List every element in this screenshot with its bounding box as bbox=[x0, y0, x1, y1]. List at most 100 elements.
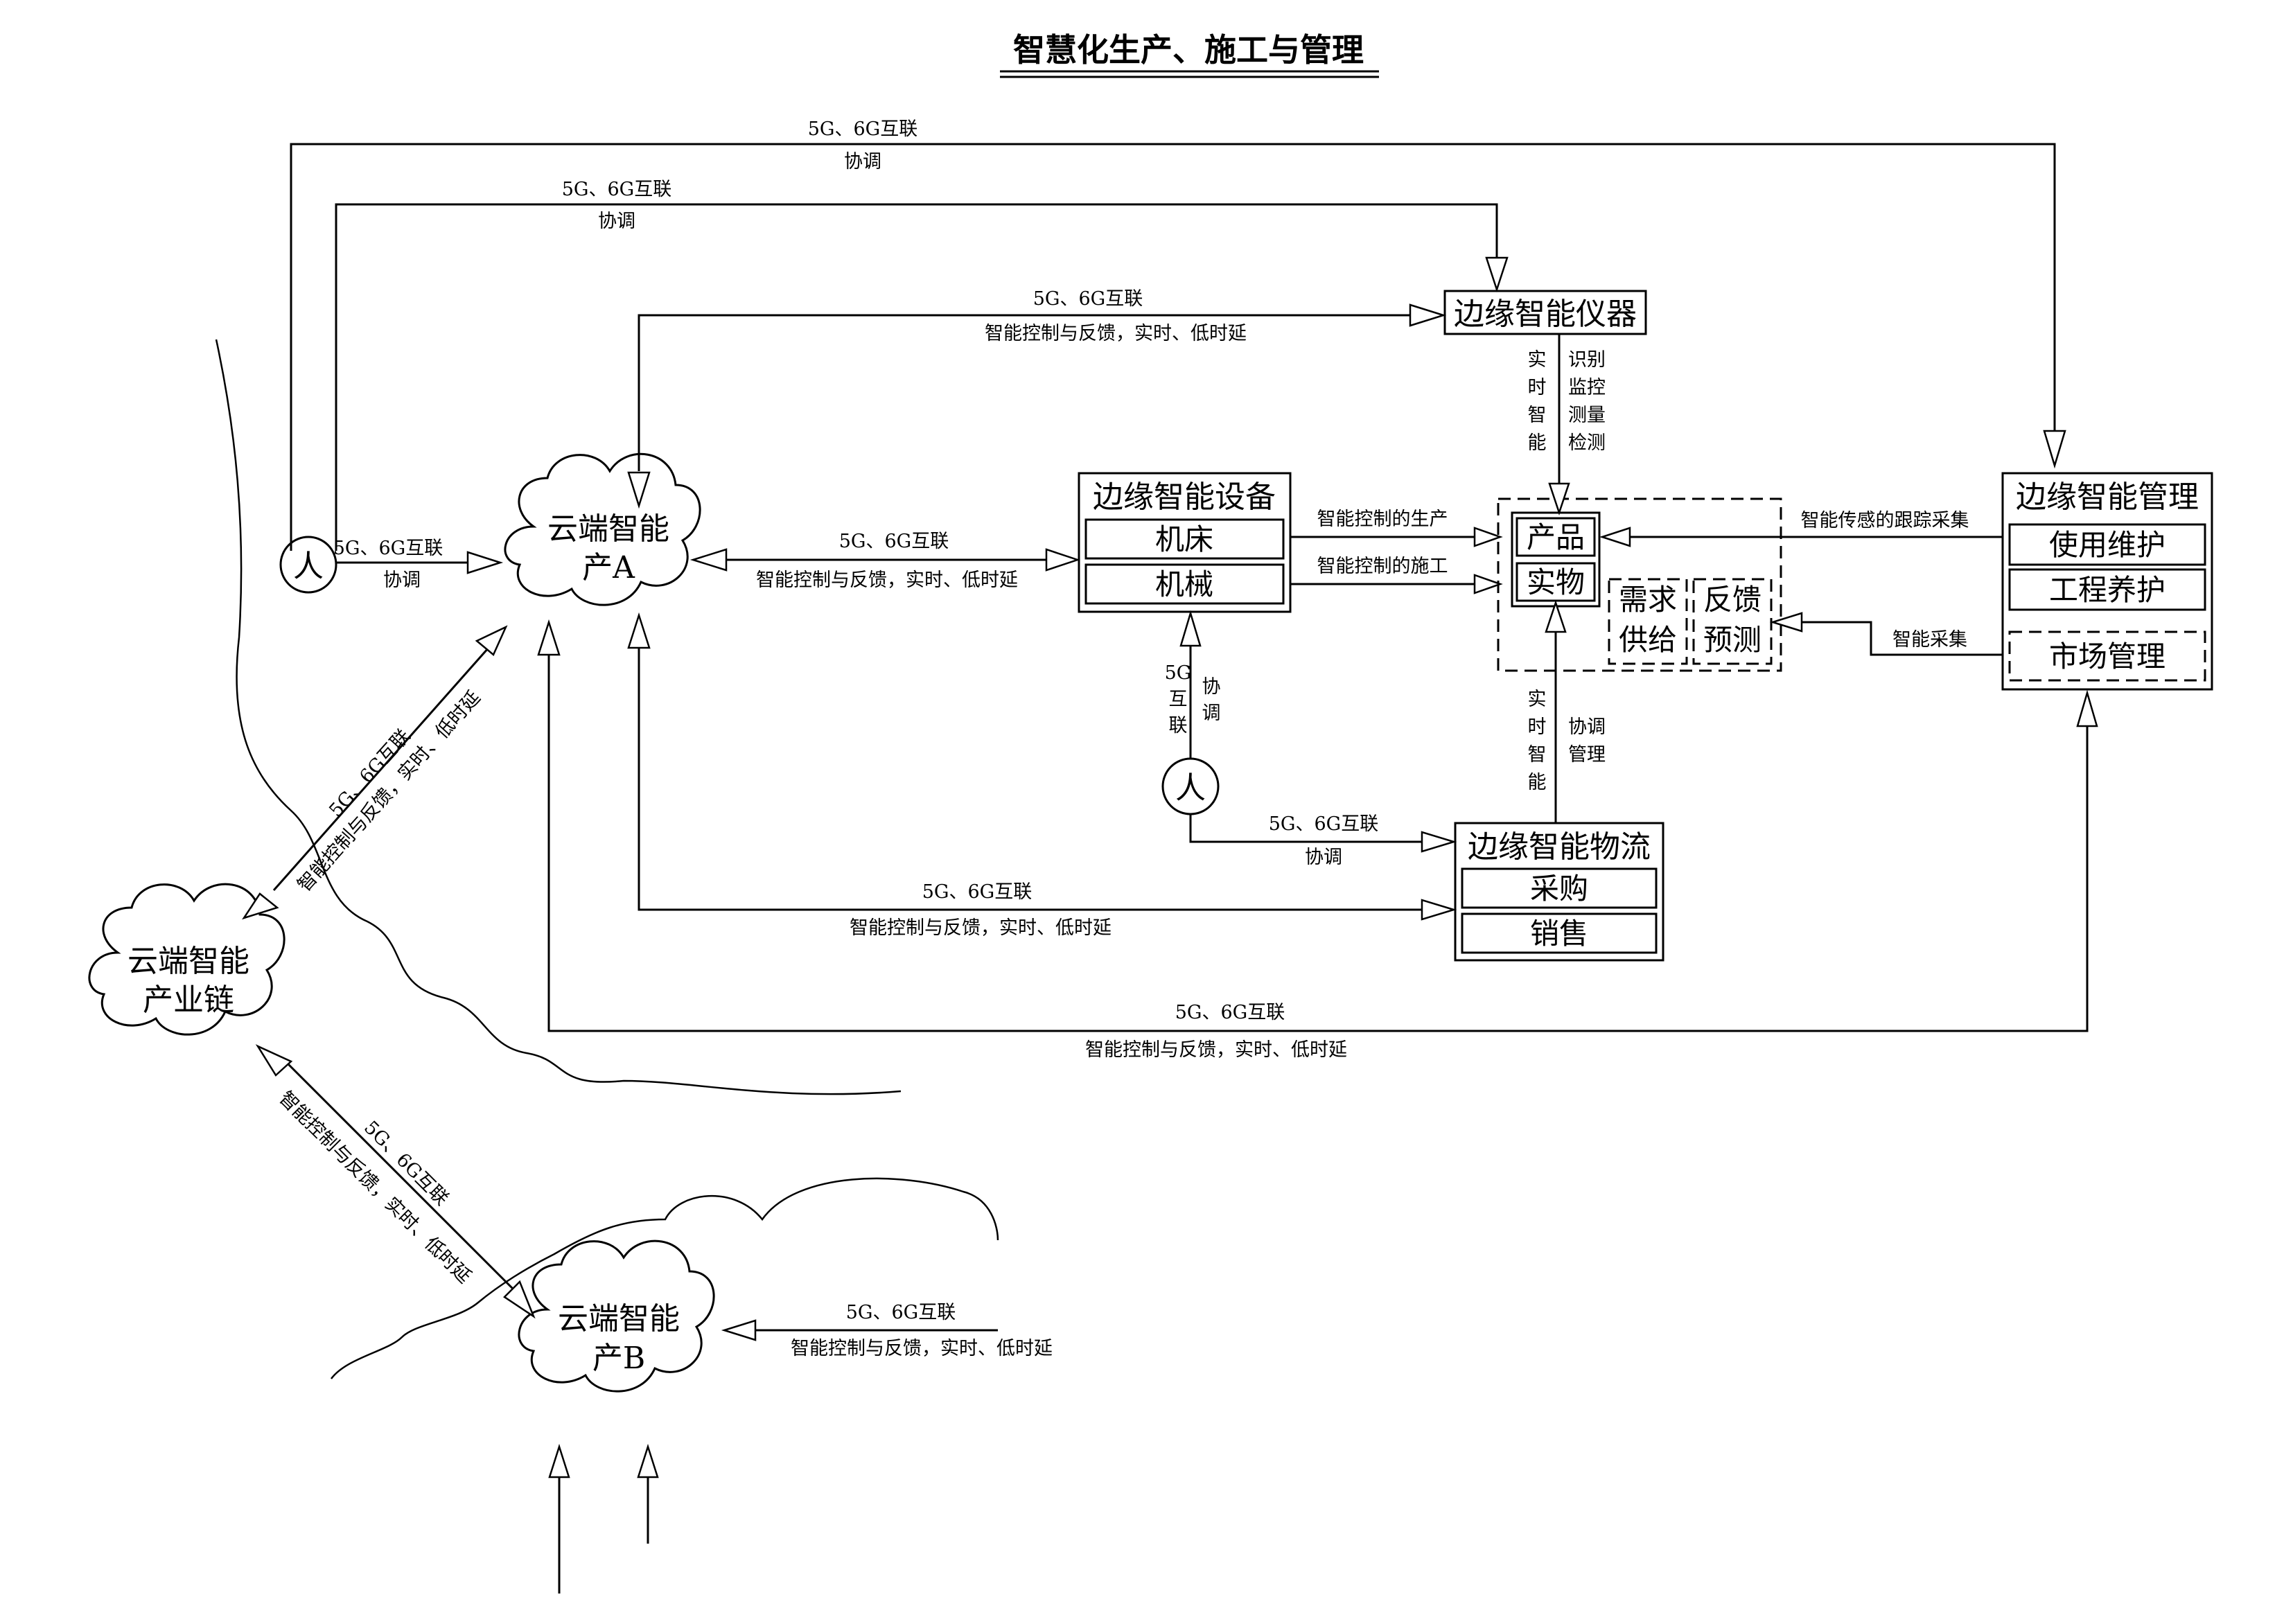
management-item-frame-2 bbox=[2008, 568, 2206, 611]
arrowhead-product-top bbox=[1548, 482, 1570, 515]
arrowhead-clouda-right bbox=[689, 548, 728, 572]
arrowhead-management-top bbox=[2043, 430, 2066, 469]
cloud-b-label-2: 产B bbox=[592, 1341, 645, 1376]
link-clouda-management bbox=[547, 655, 2089, 1032]
feedback-label-2: 预测 bbox=[1703, 623, 1762, 657]
arrowhead-clouda-bottom-1 bbox=[627, 612, 651, 649]
product-item-1: 产品 bbox=[1527, 520, 1585, 554]
cloud-chain-label-2: 产业链 bbox=[143, 982, 234, 1018]
label-clouda-chain-ctrl: 智能控制与反馈，实时、低时延 bbox=[294, 687, 485, 896]
person2-coord-char-2: 调 bbox=[1202, 703, 1221, 724]
arrowhead-product-bottom bbox=[1545, 600, 1567, 633]
logistics-right-1: 协调 bbox=[1568, 716, 1606, 738]
edge-instrument-box[interactable]: 边缘智能仪器 bbox=[1443, 290, 1647, 335]
logistics-left-char-3: 智 bbox=[1528, 744, 1547, 766]
product-item-frame-1 bbox=[1516, 517, 1596, 557]
label-management-track: 智能传感的跟踪采集 bbox=[1801, 510, 1969, 531]
link-clouda-chain bbox=[272, 647, 490, 891]
instrument-left-char-4: 能 bbox=[1528, 432, 1547, 454]
edge-logistics-title: 边缘智能物流 bbox=[1468, 829, 1651, 865]
instrument-right-4: 检测 bbox=[1568, 432, 1606, 454]
logistics-right-2: 管理 bbox=[1568, 744, 1606, 766]
demand-label-1: 需求 bbox=[1619, 583, 1677, 617]
arrowhead-logistics-left-2 bbox=[1421, 899, 1457, 921]
instrument-right-1: 识别 bbox=[1568, 349, 1606, 371]
demand-frame bbox=[1608, 578, 1688, 665]
label-management-collect: 智能采集 bbox=[1892, 629, 1967, 651]
label-person-management-net: 5G、6G互联 bbox=[808, 118, 918, 140]
product-item-frame-2 bbox=[1516, 562, 1596, 602]
cloud-chain[interactable]: 云端智能 产业链 bbox=[88, 883, 285, 1036]
label-equipment-out1: 智能控制的生产 bbox=[1317, 509, 1448, 530]
equipment-item-frame-1 bbox=[1084, 518, 1285, 560]
product-center-box[interactable]: 产品 实物 需求 供给 反馈 预测 bbox=[1497, 497, 1782, 672]
link-person2-logistics bbox=[1189, 814, 1424, 843]
label-clouda-management-net: 5G、6G互联 bbox=[1175, 1002, 1285, 1023]
link-person-instrument bbox=[335, 203, 1498, 551]
person2-net-char-2: 互 bbox=[1169, 689, 1188, 710]
instrument-right-2: 监控 bbox=[1568, 377, 1606, 398]
equipment-item-frame-2 bbox=[1084, 563, 1285, 605]
label-clouda-equipment-ctrl: 智能控制与反馈，实时、低时延 bbox=[756, 570, 1018, 591]
label-person-management-coord: 协调 bbox=[844, 151, 881, 173]
label-person2-logistics-coord: 协调 bbox=[1305, 847, 1342, 868]
link-clouda-logistics bbox=[638, 648, 1424, 911]
arrowhead-clouda-bottom-2 bbox=[537, 619, 561, 656]
instrument-left-char-1: 实 bbox=[1528, 349, 1547, 371]
arrowhead-clouda-diag bbox=[475, 625, 508, 657]
diagram-title: 智慧化生产、施工与管理 bbox=[1013, 31, 1364, 69]
cloud-b[interactable]: 云端智能 产B bbox=[518, 1239, 715, 1393]
equipment-item-1: 机床 bbox=[1155, 522, 1213, 556]
edge-logistics-box[interactable]: 边缘智能物流 采购 销售 bbox=[1454, 822, 1664, 962]
cloud-a[interactable]: 云端智能 产A bbox=[504, 452, 701, 606]
arrowhead-instrument-top bbox=[1485, 256, 1509, 293]
management-item-1: 使用维护 bbox=[2049, 528, 2165, 562]
label-person2-logistics-net: 5G、6G互联 bbox=[1269, 813, 1379, 835]
arrowhead-cloudb-diag bbox=[503, 1280, 536, 1319]
arrowhead-up-2 bbox=[637, 1443, 659, 1479]
instrument-left-char-3: 智 bbox=[1528, 405, 1547, 426]
instrument-left-label: 实 时 智 能 bbox=[1528, 349, 1547, 454]
link-chain-cloudb bbox=[283, 1059, 514, 1290]
feedback-frame bbox=[1692, 578, 1773, 665]
cloud-b-shape bbox=[518, 1239, 715, 1393]
edge-management-title: 边缘智能管理 bbox=[2016, 479, 2199, 515]
label-equipment-out2: 智能控制的施工 bbox=[1317, 556, 1448, 577]
label-into-cloudb-net: 5G、6G互联 bbox=[846, 1302, 956, 1323]
person2-coord-char-1: 协 bbox=[1202, 676, 1221, 698]
management-item-2: 工程养护 bbox=[2049, 573, 2165, 607]
cloud-a-shape bbox=[504, 452, 701, 606]
logistics-left-label: 实 时 智 能 bbox=[1528, 689, 1547, 793]
arrowhead-equipment-bottom bbox=[1179, 610, 1202, 647]
label-clouda-equipment-net: 5G、6G互联 bbox=[839, 531, 949, 552]
edge-management-box[interactable]: 边缘智能管理 使用维护 工程养护 市场管理 bbox=[2001, 472, 2213, 691]
arrowhead-product-right bbox=[1599, 527, 1631, 547]
arrowhead-clouda-top bbox=[627, 471, 651, 509]
cloud-b-label-1: 云端智能 bbox=[558, 1301, 680, 1336]
label-clouda-instrument-ctrl: 智能控制与反馈，实时、低时延 bbox=[985, 323, 1247, 344]
feedback-label-1: 反馈 bbox=[1703, 583, 1762, 617]
logistics-item-1: 采购 bbox=[1530, 872, 1588, 906]
cloud-chain-label-1: 云端智能 bbox=[128, 944, 249, 979]
logistics-item-frame-1 bbox=[1461, 867, 1658, 909]
logistics-left-char-2: 时 bbox=[1528, 716, 1547, 738]
person-circle-1 bbox=[279, 536, 337, 594]
instrument-left-char-2: 时 bbox=[1528, 377, 1547, 398]
label-clouda-management-ctrl: 智能控制与反馈，实时、低时延 bbox=[1085, 1039, 1347, 1061]
arrowhead-up-1 bbox=[548, 1443, 570, 1479]
decor-arc-left bbox=[215, 339, 902, 1095]
link-management-feedback bbox=[1802, 621, 2003, 656]
person-node-2[interactable]: 人 bbox=[1161, 757, 1220, 815]
logistics-left-char-4: 能 bbox=[1528, 772, 1547, 793]
logistics-item-2: 销售 bbox=[1530, 917, 1588, 951]
equipment-item-2: 机械 bbox=[1155, 567, 1213, 601]
arrowhead-equipment-left bbox=[1045, 548, 1080, 572]
link-clouda-instrument bbox=[638, 314, 1414, 471]
person-node-1[interactable]: 人 bbox=[279, 536, 337, 594]
arrowhead-product-1 bbox=[1473, 527, 1503, 547]
edge-equipment-box[interactable]: 边缘智能设备 机床 机械 bbox=[1078, 472, 1292, 613]
arrowhead-chain-diag-2 bbox=[255, 1044, 293, 1077]
management-market: 市场管理 bbox=[2049, 639, 2165, 673]
arrowhead-cloudb-right bbox=[721, 1319, 757, 1341]
